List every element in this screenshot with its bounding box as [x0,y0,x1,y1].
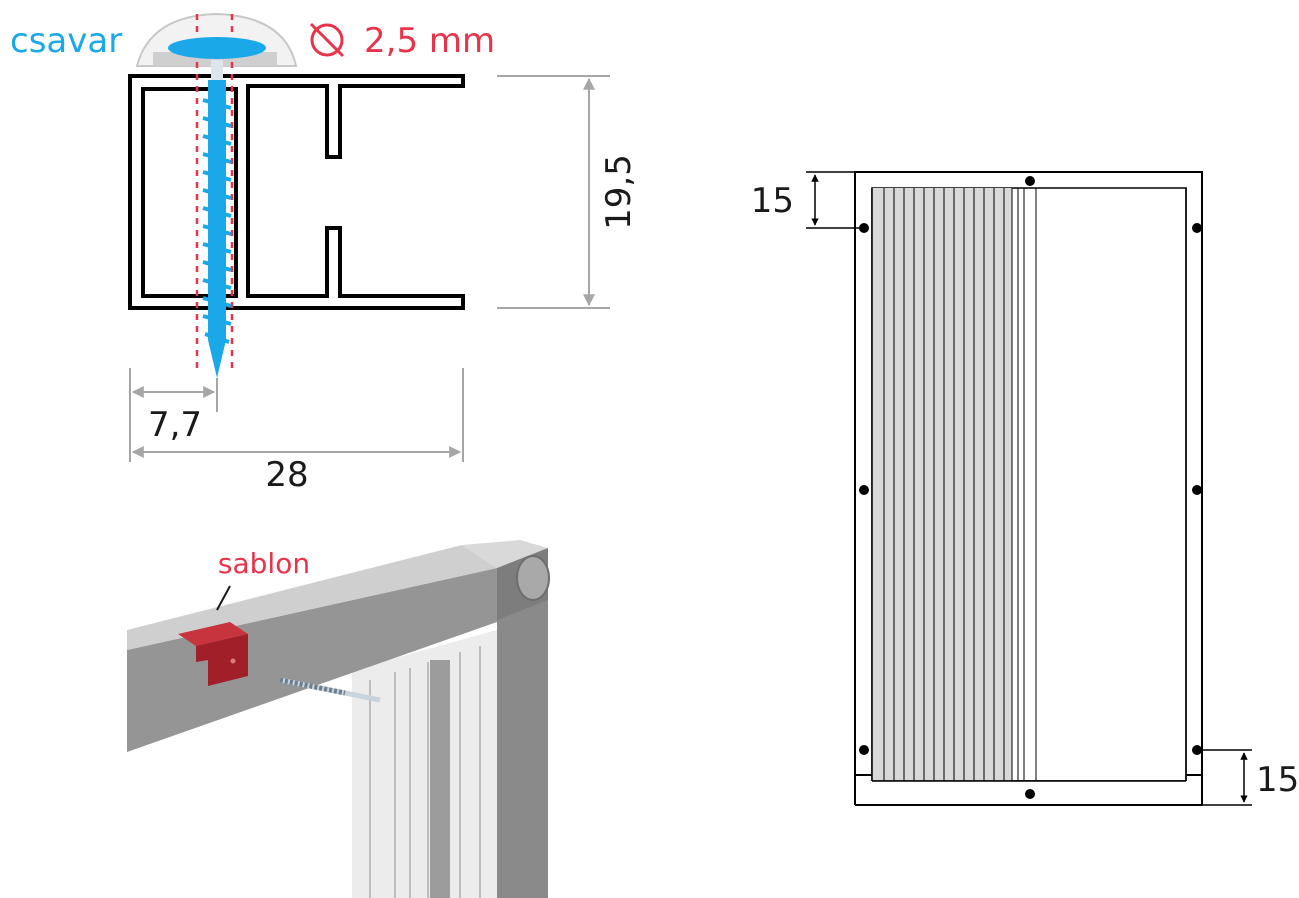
height-dimension [497,75,610,309]
vertical-post [497,590,548,898]
pleated-fabric [872,188,1012,781]
frame-render: sablon [127,540,550,898]
bottom-margin-label: 15 [1256,760,1299,800]
drill-bit-icon [279,677,381,703]
template-leader-line [216,585,231,611]
offset-dimension [129,368,218,462]
fixing-points [859,176,1202,799]
aluminium-profile [128,74,465,310]
corner-block-top [462,540,548,568]
screw-icon [168,37,266,378]
template-face [196,634,248,686]
top-rail-top [127,545,497,650]
width-dimension [131,368,464,462]
top-margin-dimension [806,171,864,229]
panel-front-view: 15 15 [751,171,1299,806]
top-rail-front [127,568,497,752]
screw-label: csavar [10,21,122,61]
template-top [178,622,248,646]
top-margin-label: 15 [751,181,794,221]
inner-panel [352,630,497,898]
inner-slats [369,646,481,898]
width-dim-label: 28 [265,455,308,495]
inner-profile [430,660,450,898]
diameter-label: 2,5 mm [364,21,495,61]
offset-dim-label: 7,7 [148,405,202,445]
pleat-lines [883,188,1037,781]
template-label: sablon [218,547,310,580]
height-dim-label: 19,5 [599,154,639,230]
corner-cap [516,555,550,601]
bottom-margin-dimension [1202,749,1252,806]
template-hole [230,658,236,664]
diameter-icon [309,22,345,58]
profile-cross-section: csavar 2,5 mm 19,5 7,7 28 [10,12,639,495]
